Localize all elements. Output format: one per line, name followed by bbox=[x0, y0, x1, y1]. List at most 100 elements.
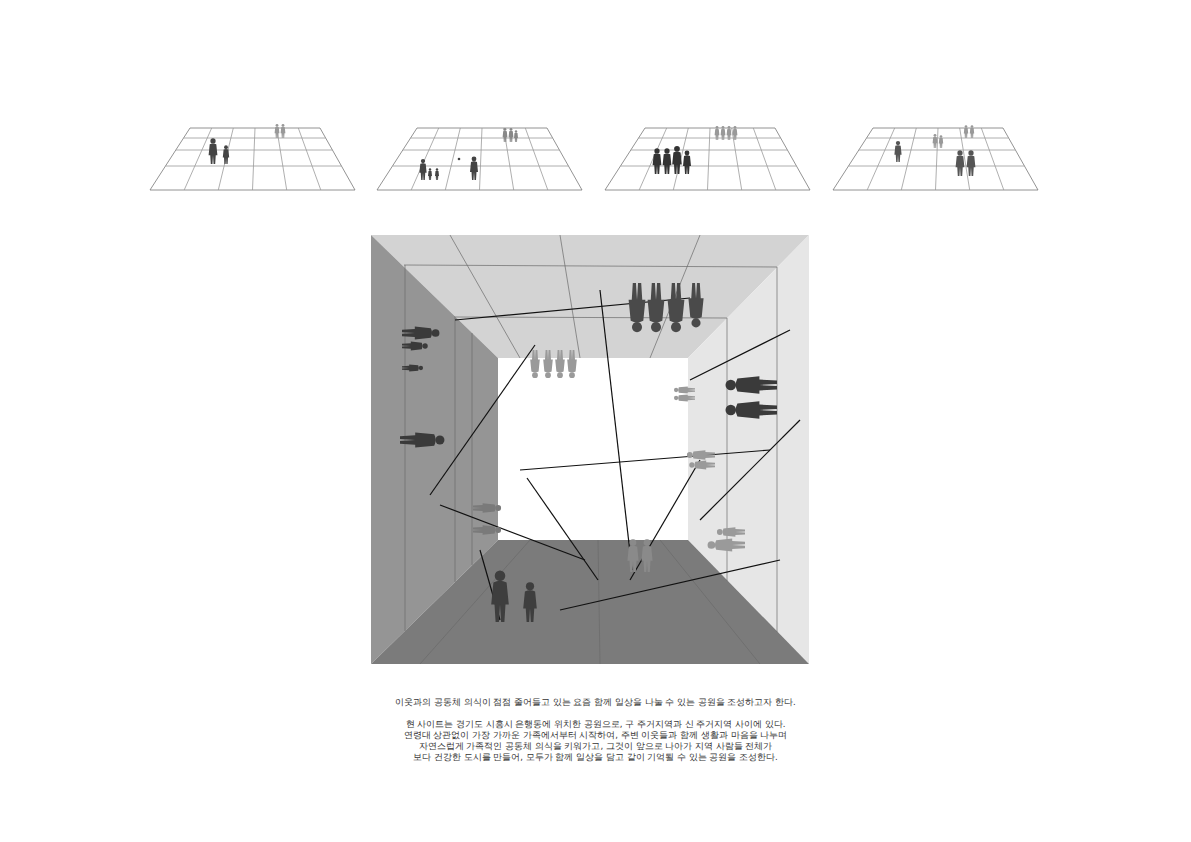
drawing-use bbox=[514, 130, 518, 142]
drawing-g bbox=[674, 386, 745, 551]
drawing-use bbox=[687, 450, 715, 460]
drawing-line bbox=[630, 460, 700, 580]
drawing-use bbox=[473, 503, 501, 513]
grid-panel bbox=[150, 124, 355, 190]
drawing-use bbox=[689, 461, 715, 470]
drawing-use bbox=[491, 571, 509, 622]
drawing-use bbox=[377, 128, 582, 190]
drawing-line bbox=[450, 235, 520, 358]
drawing-use bbox=[555, 350, 565, 378]
drawing-use bbox=[668, 283, 685, 332]
drawing-g bbox=[894, 141, 975, 176]
drawing-use bbox=[653, 148, 662, 174]
drawing-g bbox=[275, 124, 286, 138]
drawing-use bbox=[933, 134, 938, 148]
drawing-use bbox=[672, 146, 682, 174]
drawing-rect bbox=[498, 358, 688, 540]
drawing-use bbox=[435, 168, 439, 180]
drawing-use bbox=[721, 126, 726, 140]
drawing-use bbox=[688, 283, 703, 327]
drawing-use bbox=[894, 141, 901, 162]
description-text: 자연스럽게 가족적인 공동체 의식을 키워가고, 그것이 앞으로 나아가 지역 … bbox=[0, 741, 1191, 752]
drawing-use bbox=[726, 401, 777, 419]
drawing-use bbox=[708, 539, 745, 552]
drawing-use bbox=[715, 126, 720, 140]
drawing-g bbox=[491, 571, 537, 622]
drawing-use bbox=[402, 327, 439, 340]
drawing-use bbox=[956, 150, 965, 176]
drawing-use bbox=[509, 128, 514, 142]
drawing-line bbox=[420, 540, 530, 664]
drawing-g bbox=[430, 290, 800, 620]
drawing-use bbox=[470, 157, 478, 180]
drawing-use bbox=[641, 539, 652, 572]
drawing-use bbox=[473, 525, 501, 535]
drawing-g bbox=[404, 235, 777, 664]
drawing-line bbox=[598, 540, 600, 664]
drawing-use bbox=[674, 386, 695, 393]
drawing-g bbox=[933, 125, 975, 148]
drawing-use bbox=[223, 145, 229, 164]
drawing-line bbox=[660, 540, 760, 664]
drawing-line bbox=[404, 265, 777, 267]
drawing-use bbox=[726, 376, 777, 394]
drawing-line bbox=[700, 420, 800, 520]
description-text: 이웃과의 공동체 의식이 점점 줄어들고 있는 요즘 함께 일상을 나눌 수 있… bbox=[0, 697, 1191, 708]
drawing-use bbox=[833, 128, 1038, 190]
box-interior bbox=[371, 235, 809, 664]
drawing-use bbox=[503, 128, 508, 142]
drawing-g bbox=[209, 138, 230, 164]
drawing-line bbox=[472, 333, 473, 565]
drawing-use bbox=[648, 283, 665, 332]
drawing-use bbox=[727, 126, 732, 140]
drawing-use bbox=[970, 125, 974, 138]
drawing-use bbox=[419, 159, 426, 180]
drawing-g bbox=[627, 539, 652, 572]
description-text: 연령대 상관없이 가장 가까운 가족에서부터 시작하여, 주변 이웃들과 함께 … bbox=[0, 730, 1191, 741]
drawing-use bbox=[939, 135, 943, 148]
drawing-g bbox=[503, 128, 518, 142]
drawing-use bbox=[150, 128, 355, 190]
drawing-line bbox=[527, 478, 598, 580]
drawing-g bbox=[530, 350, 577, 378]
drawing-use bbox=[209, 138, 218, 164]
drawing-use bbox=[733, 126, 738, 140]
drawing-polygon bbox=[371, 540, 809, 664]
drawing-line bbox=[440, 505, 585, 560]
drawing-g bbox=[715, 126, 738, 140]
drawing-g bbox=[726, 376, 777, 419]
drawing-use bbox=[402, 342, 428, 351]
drawing-use bbox=[674, 394, 695, 401]
drawing-line bbox=[600, 290, 632, 570]
drawing-g bbox=[400, 327, 444, 448]
drawing-g bbox=[419, 157, 478, 180]
description-text: 현 사이트는 경기도 시흥시 은행동에 위치한 공원으로, 구 주거지역과 신 … bbox=[0, 719, 1191, 730]
drawing-use bbox=[627, 539, 638, 572]
drawing-line bbox=[560, 235, 580, 358]
drawing-use bbox=[967, 150, 976, 176]
drawing-use bbox=[530, 350, 540, 378]
description-text: 보다 건강한 도시를 만들어, 모두가 함께 일상을 담고 같이 기억될 수 있… bbox=[0, 752, 1191, 763]
drawing-use bbox=[281, 124, 286, 138]
drawing-use bbox=[402, 364, 423, 371]
drawing-use bbox=[523, 582, 537, 622]
drawing-line bbox=[430, 345, 535, 495]
drawing-use bbox=[683, 151, 691, 174]
drawing-use bbox=[629, 283, 646, 332]
drawing-g bbox=[473, 503, 501, 535]
drawing-line bbox=[455, 316, 456, 582]
drawing-use bbox=[428, 168, 432, 180]
drawing-use bbox=[663, 148, 672, 174]
grid-panel bbox=[377, 128, 582, 190]
drawing-circle bbox=[458, 158, 461, 161]
grid-panel bbox=[605, 126, 810, 190]
drawing-g bbox=[629, 283, 704, 332]
drawing-use bbox=[717, 527, 745, 537]
drawing-use bbox=[964, 125, 968, 138]
drawing-line bbox=[690, 330, 790, 380]
drawing-line bbox=[520, 450, 770, 470]
drawing-use bbox=[400, 432, 444, 447]
drawing-line bbox=[560, 560, 780, 610]
